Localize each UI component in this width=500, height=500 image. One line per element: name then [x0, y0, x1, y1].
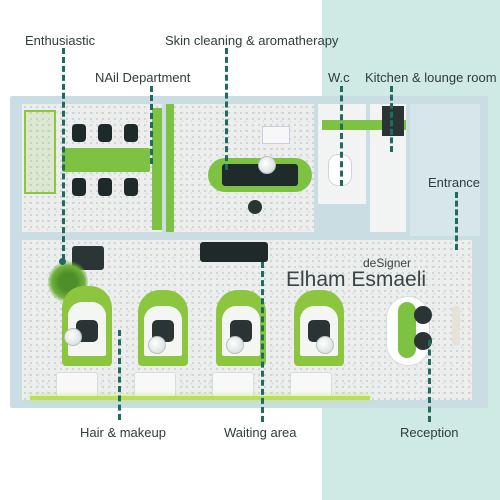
leader-skin [225, 48, 228, 170]
waiting-sofa [200, 242, 268, 262]
nail-chair [72, 124, 86, 142]
reception-shelf [452, 306, 460, 346]
floor-plan [10, 96, 488, 408]
designer-prefix: deSigner [363, 256, 412, 270]
wash-basin [290, 372, 332, 400]
nail-chair [124, 124, 138, 142]
leader-nail [150, 86, 153, 164]
label-kitchen: Kitchen & lounge room [365, 70, 497, 85]
leader-wc [340, 86, 343, 186]
skin-trolley [262, 126, 290, 144]
kitchen-counter [322, 120, 406, 130]
label-skin-cleaning: Skin cleaning & aromatherapy [165, 33, 339, 48]
hair-station [138, 290, 188, 366]
label-waiting-area: Waiting area [224, 425, 297, 440]
skin-green-wall [166, 104, 174, 232]
skin-stool [248, 200, 262, 214]
label-wc: W.c [328, 70, 350, 85]
skin-lamp [258, 156, 276, 174]
hair-lamp [148, 336, 166, 354]
leader-waiting [261, 262, 264, 422]
label-nail-department: NAil Department [95, 70, 191, 85]
hair-lamp [64, 328, 82, 346]
label-enthusiastic: Enthusiastic [25, 33, 96, 48]
leader-dot [59, 258, 66, 265]
label-hair-makeup: Hair & makeup [80, 425, 166, 440]
kitchen-fridge [382, 106, 404, 136]
reception-desk [398, 302, 416, 358]
hair-lamp [226, 336, 244, 354]
nail-shelf [24, 110, 56, 194]
leader-kitchen [390, 86, 393, 152]
nail-counter [62, 148, 150, 172]
leader-reception [428, 340, 431, 422]
reception-chair [414, 306, 432, 324]
hair-station [62, 286, 112, 366]
leader-hair [118, 330, 121, 420]
designer-name: Elham Esmaeli [286, 268, 427, 291]
entrance-wall [410, 104, 480, 236]
nail-green-wall [152, 108, 162, 230]
wash-basin [212, 372, 254, 400]
nail-chair [124, 178, 138, 196]
leader-enthusiastic [62, 48, 65, 260]
leader-entrance [455, 192, 458, 250]
floor-light-strip [30, 396, 370, 400]
skin-bed-top [222, 164, 298, 186]
nail-chair [98, 124, 112, 142]
nail-chair [98, 178, 112, 196]
reception-chair [414, 332, 432, 350]
label-entrance: Entrance [428, 175, 481, 190]
wash-basin [134, 372, 176, 400]
hair-lamp [316, 336, 334, 354]
nail-chair [72, 178, 86, 196]
label-reception: Reception [400, 425, 459, 440]
